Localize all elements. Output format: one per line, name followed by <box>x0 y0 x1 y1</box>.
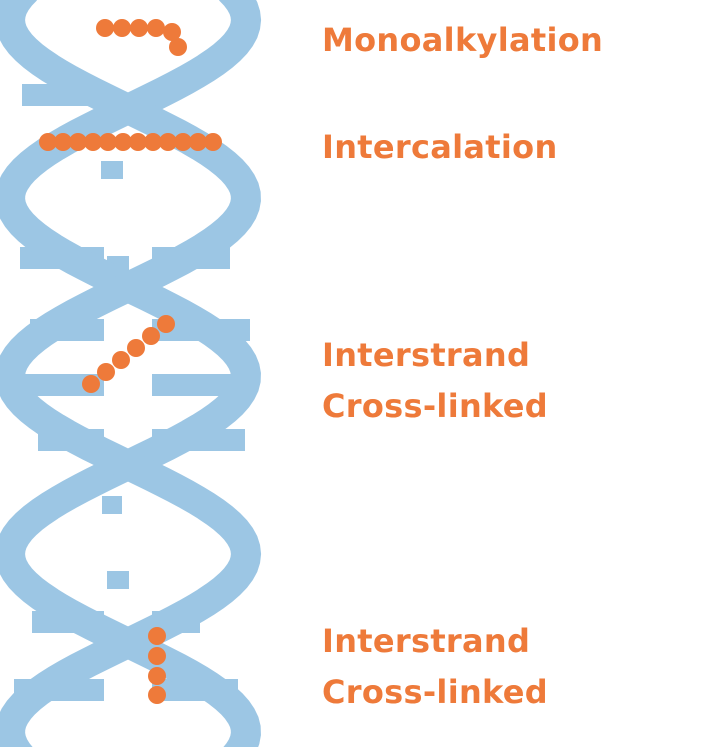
adduct-bead-monoalkylation <box>169 38 187 56</box>
adduct-bead-monoalkylation <box>147 19 165 37</box>
adduct-bead-crosslink-2 <box>148 686 166 704</box>
adduct-bead-intercalation <box>129 133 147 151</box>
label-interstrand-crosslinked-1: Interstrand Cross-linked <box>322 330 548 432</box>
label-interstrand-crosslinked-2: Interstrand Cross-linked <box>322 616 548 718</box>
adduct-bead-intercalation <box>54 133 72 151</box>
adduct-bead-crosslink-1 <box>142 327 160 345</box>
base-pair-stub <box>102 496 122 514</box>
adduct-bead-crosslink-1 <box>112 351 130 369</box>
base-pair-stub <box>107 571 129 589</box>
backbone-strand-1 <box>0 0 262 747</box>
adduct-bead-monoalkylation <box>96 19 114 37</box>
adduct-bead-crosslink-2 <box>148 667 166 685</box>
adduct-bead-crosslink-1 <box>97 363 115 381</box>
adduct-bead-intercalation <box>204 133 222 151</box>
label-crosslinked-line2: Cross-linked <box>322 387 548 425</box>
adduct-bead-monoalkylation <box>163 23 181 41</box>
adduct-bead-intercalation <box>69 133 87 151</box>
backbone-strand-2 <box>0 0 262 747</box>
adduct-bead-monoalkylation <box>113 19 131 37</box>
label-intercalation-text: Intercalation <box>322 128 558 166</box>
label-interstrand-line1: Interstrand <box>322 622 531 660</box>
label-intercalation: Intercalation <box>322 122 558 173</box>
adduct-bead-intercalation <box>189 133 207 151</box>
label-crosslinked-line2: Cross-linked <box>322 673 548 711</box>
adduct-bead-intercalation <box>144 133 162 151</box>
adduct-bead-crosslink-1 <box>157 315 175 333</box>
adduct-bead-intercalation <box>174 133 192 151</box>
adduct-bead-monoalkylation <box>130 19 148 37</box>
label-interstrand-line1: Interstrand <box>322 336 531 374</box>
adduct-bead-intercalation <box>159 133 177 151</box>
adduct-bead-intercalation <box>39 133 57 151</box>
adduct-bead-crosslink-1 <box>82 375 100 393</box>
adduct-bead-crosslink-2 <box>148 627 166 645</box>
adduct-bead-intercalation <box>84 133 102 151</box>
adduct-bead-intercalation <box>114 133 132 151</box>
dna-double-helix-icon <box>0 0 262 747</box>
base-pair-stub <box>101 161 123 179</box>
adduct-bead-intercalation <box>99 133 117 151</box>
adduct-bead-crosslink-2 <box>148 647 166 665</box>
label-monoalkylation: Monoalkylation <box>322 15 603 66</box>
adduct-bead-crosslink-1 <box>127 339 145 357</box>
drug-adducts <box>39 19 222 704</box>
label-monoalkylation-text: Monoalkylation <box>322 21 604 59</box>
